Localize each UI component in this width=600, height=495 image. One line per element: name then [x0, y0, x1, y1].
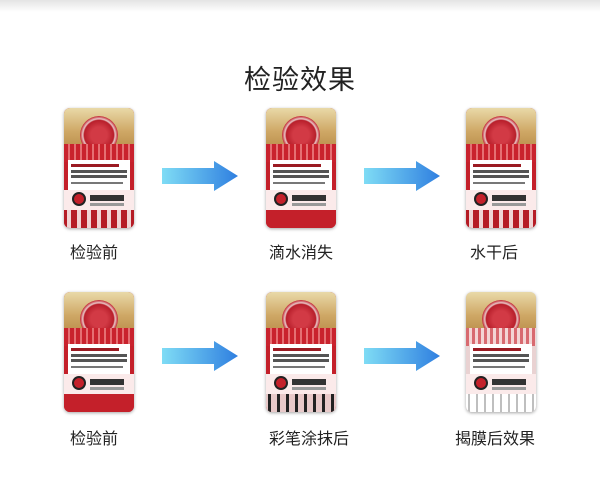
brand-logo-icon [274, 192, 288, 206]
label-card-before-2 [64, 292, 134, 412]
brand-logo-icon [474, 192, 488, 206]
step-label-water-drop: 滴水消失 [269, 243, 334, 262]
brand-logo-icon [474, 376, 488, 390]
brand-logo-icon [72, 376, 86, 390]
step-label-before-2: 检验前 [70, 429, 119, 448]
label-card-marker [266, 292, 336, 412]
label-card-peeled [466, 292, 536, 412]
step-label-peeled: 揭膜后效果 [455, 429, 536, 448]
label-card-dried [466, 108, 536, 228]
arrow-right-icon [162, 161, 238, 191]
brand-logo-icon [72, 192, 86, 206]
top-shadow [0, 0, 600, 12]
arrow-right-icon [162, 341, 238, 371]
arrow-right-icon [364, 161, 440, 191]
brand-logo-icon [274, 376, 288, 390]
step-label-marker: 彩笔涂抹后 [269, 429, 350, 448]
label-card-water-drop [266, 108, 336, 228]
step-label-dried: 水干后 [470, 243, 519, 262]
step-label-before-1: 检验前 [70, 243, 119, 262]
page-title: 检验效果 [244, 65, 356, 96]
arrow-right-icon [364, 341, 440, 371]
label-card-before-1 [64, 108, 134, 228]
